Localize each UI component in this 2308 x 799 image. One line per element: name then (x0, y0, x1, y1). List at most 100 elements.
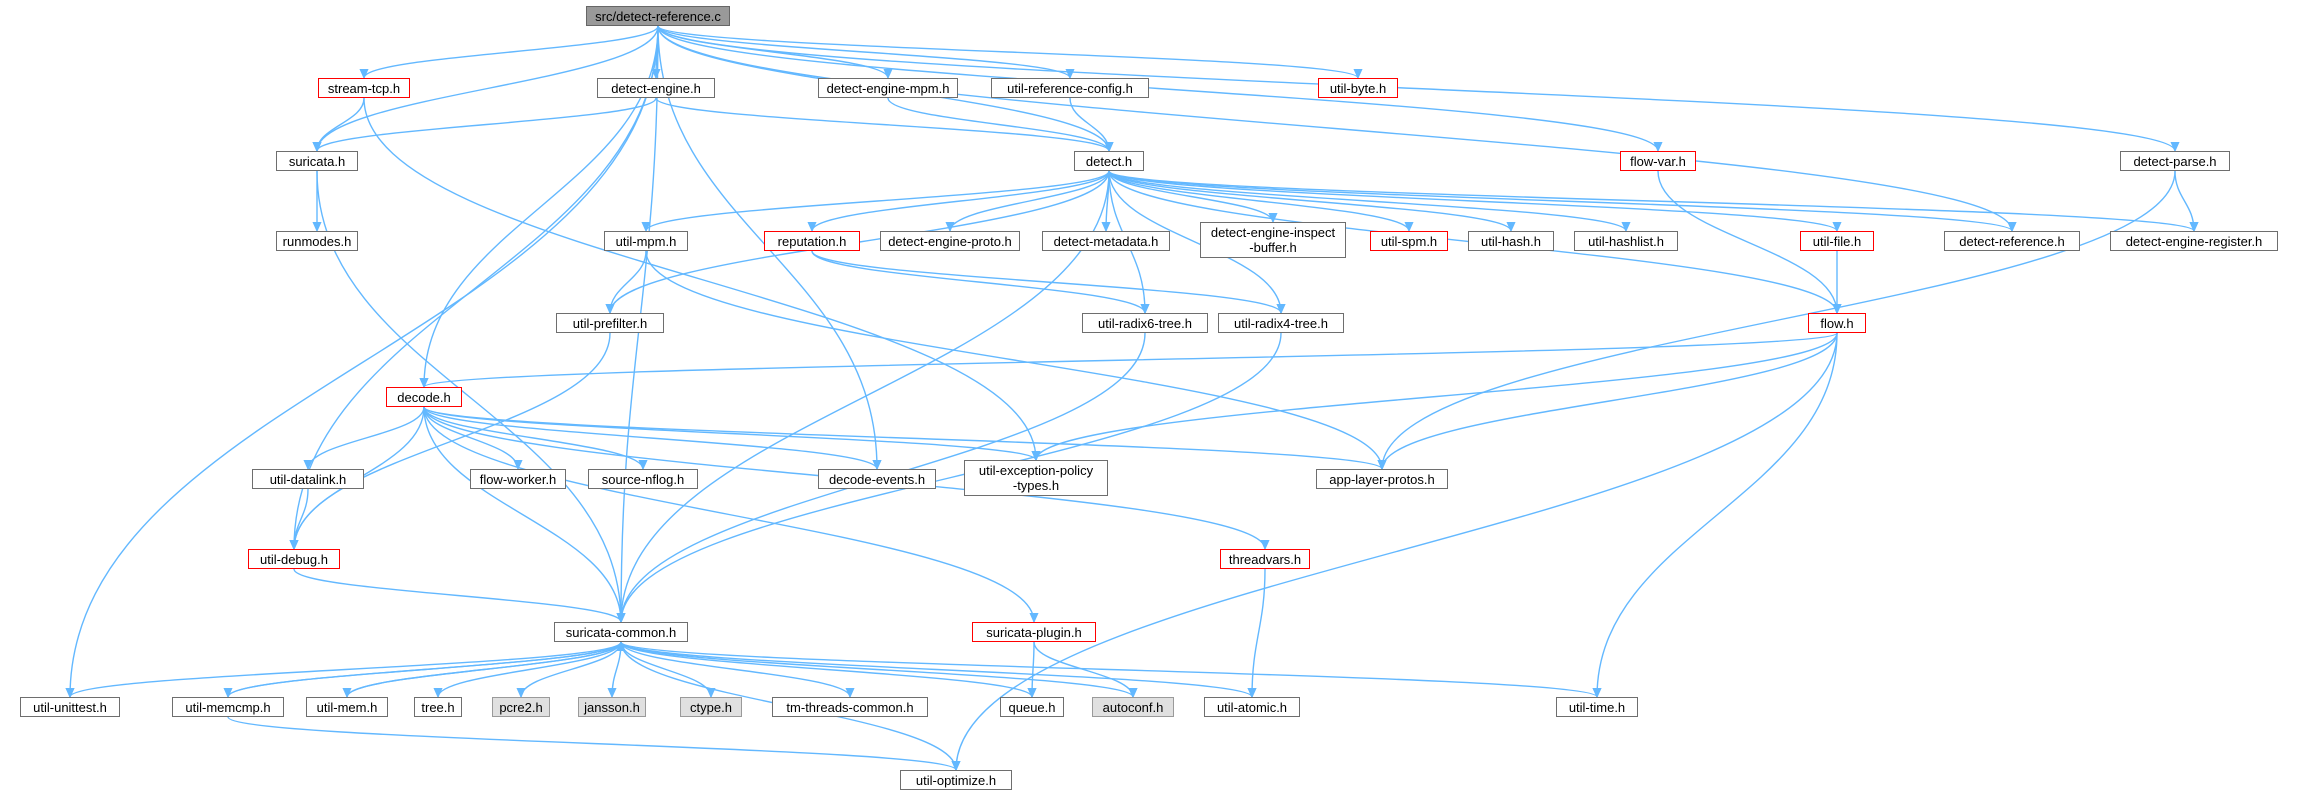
edge-reputation-to-util-radix6-tree (811, 250, 1145, 313)
node-util-prefilter[interactable]: util-prefilter.h (556, 313, 664, 333)
node-detect-engine-mpm[interactable]: detect-engine-mpm.h (818, 78, 958, 98)
edge-detect-to-reputation (812, 170, 1110, 231)
edge-decode-to-suricata-common (423, 406, 621, 622)
edge-decode-to-util-exception-policy-types (423, 406, 1036, 460)
edge-root-to-util-unittest (70, 25, 659, 697)
edge-flow-to-decode (424, 332, 1838, 387)
edge-flow-to-util-time (1597, 332, 1838, 697)
edge-detect-engine-to-detect (655, 97, 1109, 151)
edge-decode-to-source-nflog (423, 406, 643, 469)
edge-reputation-to-util-radix4-tree (811, 250, 1281, 313)
node-detect-metadata[interactable]: detect-metadata.h (1042, 231, 1170, 251)
node-decode[interactable]: decode.h (386, 387, 462, 407)
edge-util-memcmp-to-util-optimize (227, 716, 956, 770)
node-suricata-plugin[interactable]: suricata-plugin.h (972, 622, 1096, 642)
node-decode-events[interactable]: decode-events.h (818, 469, 936, 489)
edge-flow-to-util-exception-policy-types (1036, 332, 1838, 460)
node-suricata-common[interactable]: suricata-common.h (554, 622, 688, 642)
node-util-byte[interactable]: util-byte.h (1318, 78, 1398, 98)
edge-root-to-util-byte (657, 25, 1358, 78)
edge-stream-tcp-to-util-exception-policy-types (363, 97, 1036, 460)
edge-root-to-flow-var (657, 25, 1658, 151)
edge-root-to-stream-tcp (364, 25, 659, 78)
node-queue[interactable]: queue.h (1000, 697, 1064, 717)
node-detect-engine[interactable]: detect-engine.h (597, 78, 715, 98)
edge-decode-to-suricata-plugin (423, 406, 1034, 622)
edge-threadvars-to-util-atomic (1252, 568, 1266, 697)
node-tree[interactable]: tree.h (414, 697, 462, 717)
node-util-debug[interactable]: util-debug.h (248, 549, 340, 569)
node-tm-threads-common[interactable]: tm-threads-common.h (772, 697, 928, 717)
edge-detect-to-util-file (1108, 170, 1837, 231)
edge-suricata-common-to-tree (438, 641, 622, 697)
edge-detect-to-util-hash (1108, 170, 1511, 231)
edge-suricata-plugin-to-queue (1032, 641, 1034, 697)
edge-detect-parse-to-detect-engine-register (2174, 170, 2194, 231)
edge-suricata-common-to-queue (620, 641, 1032, 697)
node-source-nflog[interactable]: source-nflog.h (588, 469, 698, 489)
edge-decode-to-flow-worker (423, 406, 518, 469)
edge-util-mpm-to-app-layer-protos (645, 250, 1382, 469)
edge-detect-to-detect-reference (1108, 170, 2012, 231)
node-util-datalink[interactable]: util-datalink.h (252, 469, 364, 489)
node-util-reference-config[interactable]: util-reference-config.h (991, 78, 1149, 98)
node-util-optimize[interactable]: util-optimize.h (900, 770, 1012, 790)
node-flow[interactable]: flow.h (1808, 313, 1866, 333)
node-util-hashlist[interactable]: util-hashlist.h (1574, 231, 1678, 251)
node-util-hash[interactable]: util-hash.h (1468, 231, 1554, 251)
node-threadvars[interactable]: threadvars.h (1220, 549, 1310, 569)
edge-detect-to-detect-engine-inspect-buffer (1108, 170, 1273, 222)
node-util-radix4-tree[interactable]: util-radix4-tree.h (1218, 313, 1344, 333)
edge-suricata-common-to-util-unittest (70, 641, 622, 697)
node-detect-parse[interactable]: detect-parse.h (2120, 151, 2230, 171)
edge-util-mpm-to-util-prefilter (610, 250, 647, 313)
node-util-unittest[interactable]: util-unittest.h (20, 697, 120, 717)
edge-stream-tcp-to-suricata (317, 97, 365, 151)
node-detect-engine-proto[interactable]: detect-engine-proto.h (880, 231, 1020, 251)
edge-detect-to-suricata-common (621, 170, 1110, 622)
node-util-mpm[interactable]: util-mpm.h (604, 231, 688, 251)
node-util-radix6-tree[interactable]: util-radix6-tree.h (1082, 313, 1208, 333)
edge-root-to-detect-parse (657, 25, 2175, 151)
edge-root-to-suricata (317, 25, 659, 151)
edge-decode-to-app-layer-protos (423, 406, 1382, 469)
edge-detect-to-util-radix4-tree (1108, 170, 1281, 313)
edge-detect-engine-mpm-to-detect (887, 97, 1109, 151)
node-stream-tcp[interactable]: stream-tcp.h (318, 78, 410, 98)
edge-detect-to-detect-engine-register (1108, 170, 2194, 231)
node-runmodes[interactable]: runmodes.h (276, 231, 358, 251)
edge-suricata-common-to-autoconf (620, 641, 1133, 697)
edge-suricata-common-to-util-time (620, 641, 1597, 697)
node-suricata[interactable]: suricata.h (276, 151, 358, 171)
node-util-mem[interactable]: util-mem.h (306, 697, 388, 717)
edge-decode-to-util-datalink (308, 406, 425, 469)
node-root: src/detect-reference.c (586, 6, 730, 26)
edge-util-radix4-tree-to-suricata-common (621, 332, 1282, 622)
edge-util-memcmp-to-suricata-common (227, 642, 621, 698)
node-app-layer-protos[interactable]: app-layer-protos.h (1316, 469, 1448, 489)
node-reputation[interactable]: reputation.h (764, 231, 860, 251)
edge-detect-to-util-spm (1108, 170, 1409, 231)
node-util-exception-policy-types[interactable]: util-exception-policy -types.h (964, 460, 1108, 496)
node-ctype: ctype.h (680, 697, 742, 717)
edge-util-mem-to-suricata-common (346, 642, 621, 698)
node-detect-engine-inspect-buffer[interactable]: detect-engine-inspect -buffer.h (1200, 222, 1346, 258)
node-util-spm[interactable]: util-spm.h (1370, 231, 1448, 251)
node-flow-var[interactable]: flow-var.h (1620, 151, 1696, 171)
edge-suricata-common-to-tm-threads-common (620, 641, 850, 697)
node-util-time[interactable]: util-time.h (1556, 697, 1638, 717)
node-util-atomic[interactable]: util-atomic.h (1204, 697, 1300, 717)
node-detect-engine-register[interactable]: detect-engine-register.h (2110, 231, 2278, 251)
node-detect[interactable]: detect.h (1074, 151, 1144, 171)
edge-util-reference-config-to-detect (1069, 97, 1109, 151)
edge-flow-var-to-flow (1657, 170, 1837, 313)
node-util-file[interactable]: util-file.h (1800, 231, 1874, 251)
edge-decode-to-decode-events (423, 406, 877, 469)
node-flow-worker[interactable]: flow-worker.h (470, 469, 566, 489)
edge-detect-to-detect-engine-proto (950, 170, 1110, 231)
node-jansson: jansson.h (578, 697, 646, 717)
node-util-memcmp[interactable]: util-memcmp.h (172, 697, 284, 717)
node-detect-reference[interactable]: detect-reference.h (1944, 231, 2080, 251)
